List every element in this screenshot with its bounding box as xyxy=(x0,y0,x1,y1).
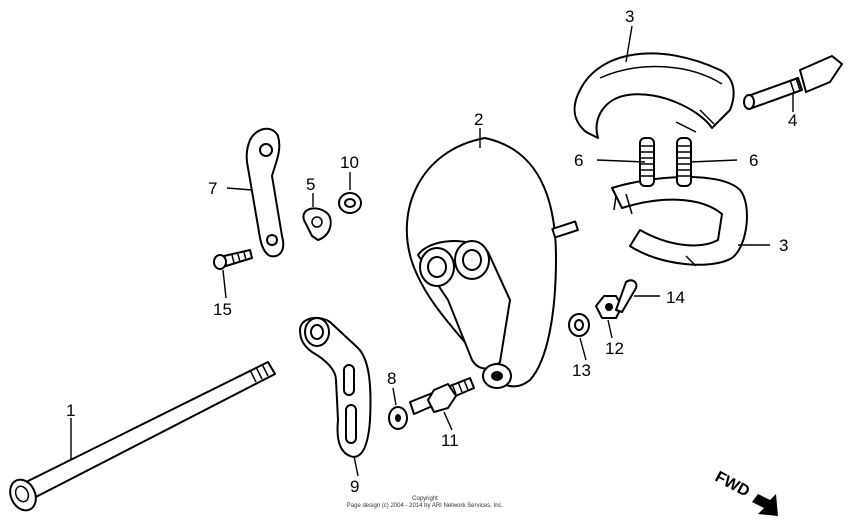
indicator-plate-part-5 xyxy=(302,207,332,241)
callout-6-left: 6 xyxy=(574,151,583,170)
brake-shoe-upper-part-3 xyxy=(573,52,735,139)
callout-1: 1 xyxy=(66,401,75,420)
callout-3-upper: 3 xyxy=(625,7,634,26)
leader-lines xyxy=(70,25,794,477)
brake-shoe-lower-part-3 xyxy=(611,176,748,267)
callout-12: 12 xyxy=(605,339,624,358)
forward-direction-arrow: FWD xyxy=(712,469,778,516)
brake-cam-part-4 xyxy=(743,55,843,110)
bolt-part-15 xyxy=(213,249,253,270)
callout-14: 14 xyxy=(666,288,685,307)
torque-link-part-9 xyxy=(299,316,372,458)
callout-15: 15 xyxy=(213,300,232,319)
axle-part-1 xyxy=(9,361,276,512)
callout-4: 4 xyxy=(788,111,797,130)
stud-bolt-part-11 xyxy=(409,377,475,415)
callout-7: 7 xyxy=(208,179,217,198)
callout-6-right: 6 xyxy=(749,151,758,170)
nut-part-8 xyxy=(388,406,408,430)
callout-10: 10 xyxy=(340,153,359,172)
cotter-pin-part-14 xyxy=(615,279,638,313)
callout-9: 9 xyxy=(350,477,359,496)
copyright-line-1: Copyright xyxy=(412,496,438,502)
copyright-notice: Copyright Page design (c) 2004 - 2014 by… xyxy=(300,496,550,510)
callout-2: 2 xyxy=(474,110,483,129)
callout-8: 8 xyxy=(387,369,396,388)
callout-3-lower: 3 xyxy=(779,236,788,255)
return-spring-right-part-6 xyxy=(676,137,692,187)
washer-part-10 xyxy=(338,192,362,214)
brake-panel-part-2 xyxy=(405,137,579,389)
brake-arm-part-7 xyxy=(245,127,285,258)
fwd-label: FWD xyxy=(712,469,752,501)
callout-11: 11 xyxy=(441,431,459,450)
callout-13: 13 xyxy=(572,361,591,380)
callout-5: 5 xyxy=(306,175,315,194)
washer-part-13 xyxy=(568,313,590,337)
copyright-line-2: Page design (c) 2004 - 2014 by ARI Netwo… xyxy=(346,503,504,509)
